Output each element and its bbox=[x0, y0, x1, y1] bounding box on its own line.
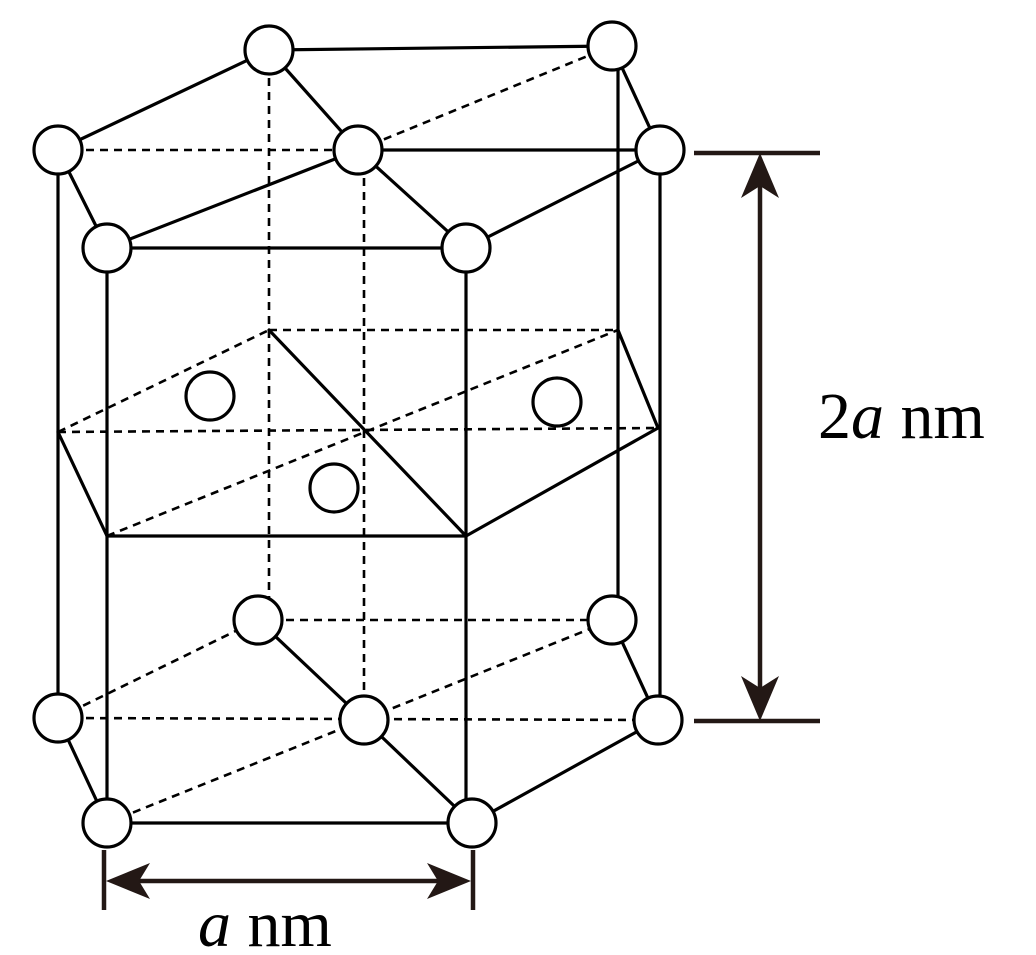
top-layer-atoms bbox=[32, 20, 686, 274]
height-dimension: 2a nm bbox=[694, 150, 985, 724]
atom bbox=[243, 24, 295, 76]
atom bbox=[634, 124, 686, 176]
atom bbox=[338, 694, 390, 746]
atom bbox=[32, 124, 84, 176]
atom bbox=[32, 692, 84, 744]
atom bbox=[184, 370, 236, 422]
atom bbox=[531, 376, 583, 428]
atom bbox=[446, 797, 498, 849]
atom bbox=[81, 797, 133, 849]
width-dimension: a nm bbox=[101, 850, 476, 955]
middle-layer-atoms bbox=[184, 370, 583, 514]
arrow-left-icon bbox=[106, 863, 150, 899]
atom bbox=[632, 694, 684, 746]
atom bbox=[586, 20, 638, 72]
atom bbox=[308, 462, 360, 514]
atom bbox=[586, 594, 638, 646]
atom bbox=[332, 124, 384, 176]
width-label: a nm bbox=[198, 888, 332, 955]
arrow-up-icon bbox=[741, 153, 779, 198]
visible-edges bbox=[56, 44, 662, 825]
atom bbox=[232, 594, 284, 646]
atom bbox=[440, 222, 492, 274]
arrow-down-icon bbox=[741, 676, 779, 721]
arrow-right-icon bbox=[427, 863, 471, 899]
atom bbox=[81, 222, 133, 274]
hidden-edges bbox=[57, 44, 659, 825]
height-label: 2a nm bbox=[818, 380, 985, 453]
bottom-layer-atoms bbox=[32, 594, 684, 849]
